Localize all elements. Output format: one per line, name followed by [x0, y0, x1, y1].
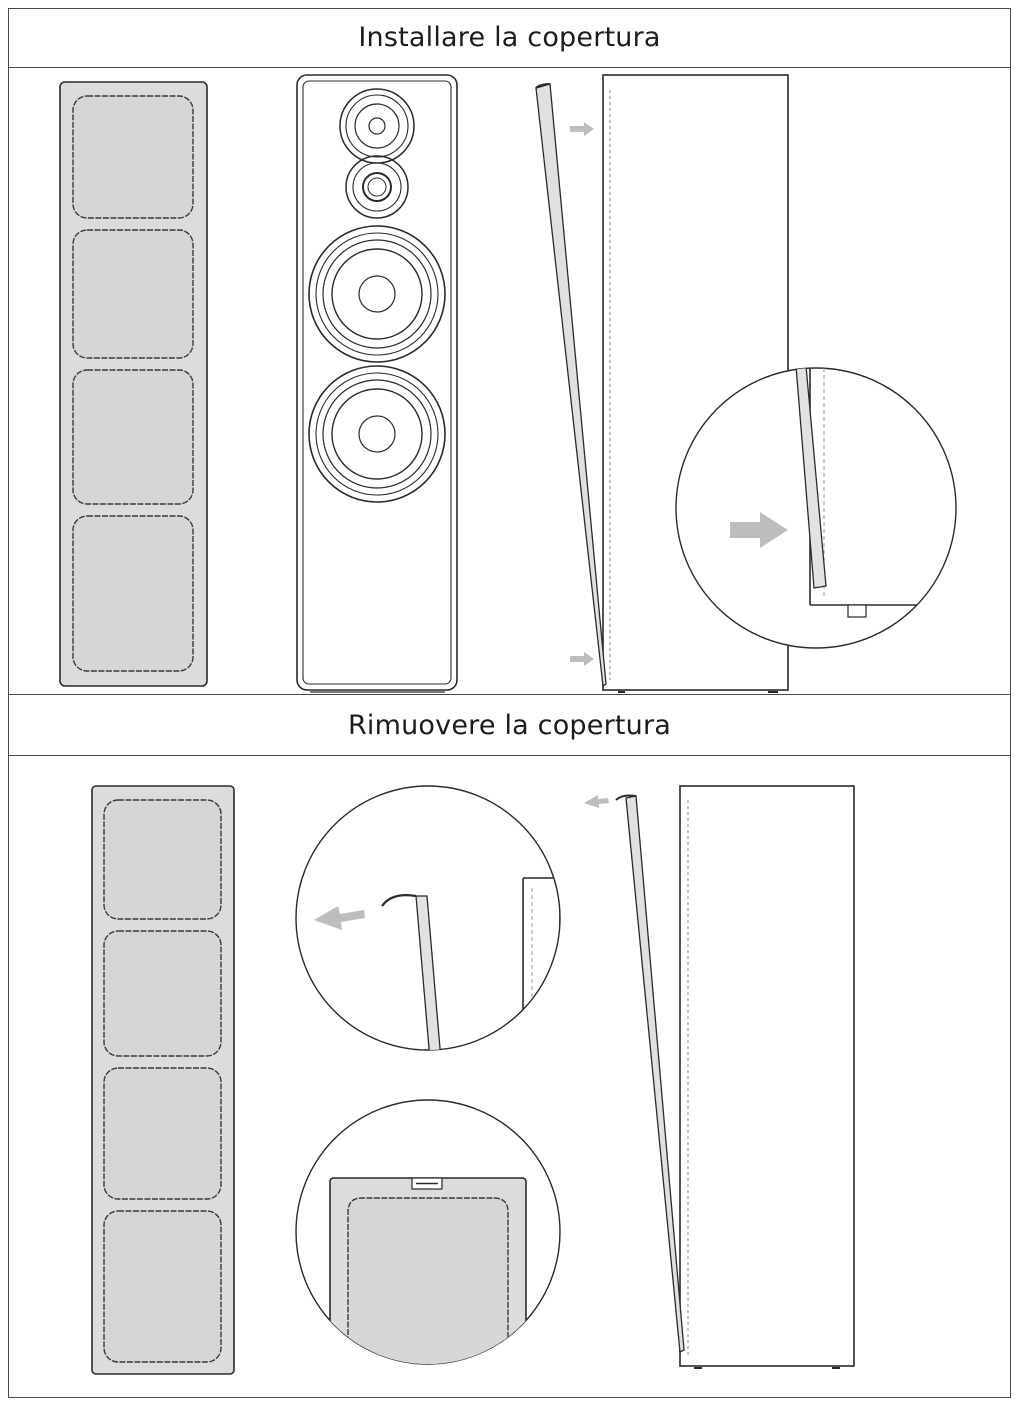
grille-cover-front-top [59, 81, 208, 687]
manual-figure-frame [8, 8, 1011, 1398]
woofer-lower [308, 365, 446, 503]
speaker-front-view [296, 74, 458, 693]
section-title-install: Installare la copertura [8, 8, 1011, 68]
speaker-side-view-remove [584, 785, 855, 1369]
arrow-left-icon [584, 795, 609, 808]
tweeter-upper [339, 88, 415, 164]
section-title-remove: Rimuovere la copertura [8, 694, 1011, 756]
arrow-right-icon [570, 122, 594, 136]
install-title-text: Installare la copertura [358, 22, 661, 53]
arrow-left-icon [314, 906, 365, 930]
arrow-right-icon [730, 512, 788, 548]
arrow-right-icon [570, 652, 594, 666]
tweeter-lower [345, 155, 409, 219]
speaker-side-view-install [535, 74, 789, 693]
detail-zoom-remove-bottom [295, 1099, 561, 1365]
detail-zoom-remove-top [295, 785, 561, 1051]
grille-cover-front-bottom [91, 785, 235, 1375]
woofer-upper [308, 225, 446, 363]
remove-title-text: Rimuovere la copertura [347, 709, 672, 741]
detail-zoom-install [675, 367, 957, 649]
